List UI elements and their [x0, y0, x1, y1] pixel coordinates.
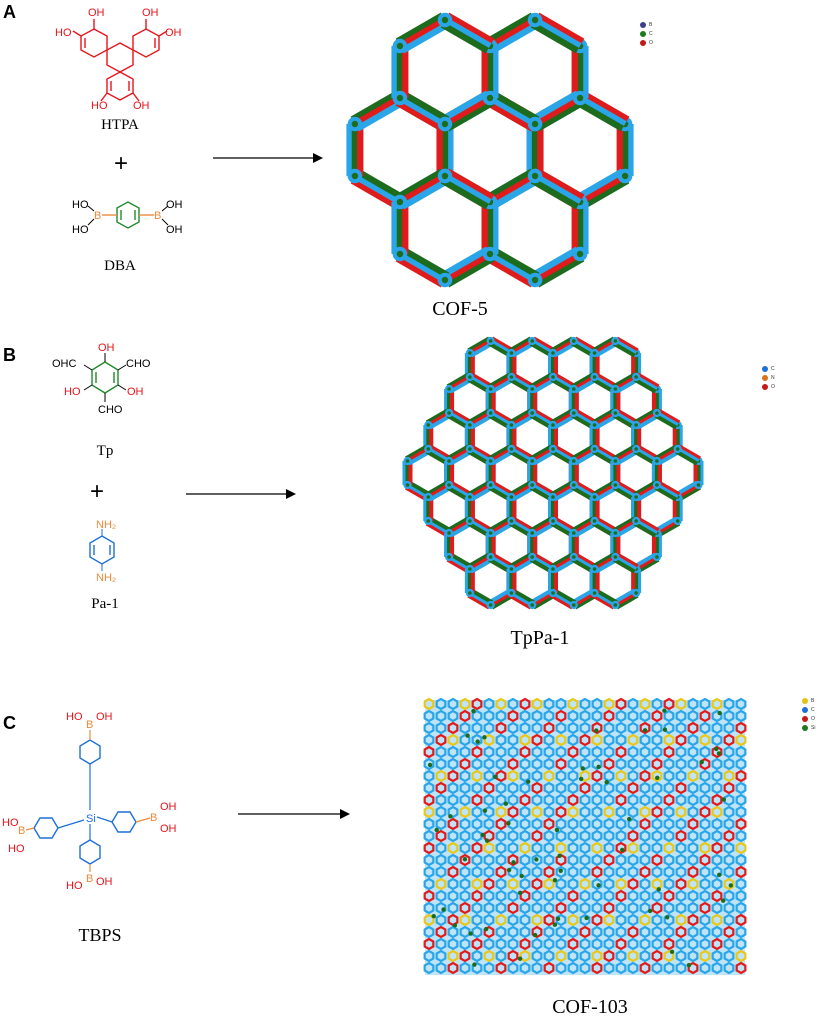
svg-text:OH: OH: [133, 100, 150, 112]
svg-text:B: B: [154, 210, 161, 222]
svg-text:OH: OH: [160, 823, 177, 835]
svg-text:HO: HO: [8, 843, 25, 855]
reactant-label-tp: Tp: [96, 443, 114, 459]
legend-swatch: [802, 715, 808, 722]
plus-sign-b: +: [90, 478, 105, 505]
svg-text:HO: HO: [72, 199, 89, 211]
svg-text:B: B: [94, 210, 101, 222]
legend-item: B: [640, 20, 653, 29]
legend-swatch: [762, 383, 768, 390]
legend-item: O: [802, 714, 815, 723]
cof-103-framework-image: [423, 697, 747, 975]
legend-item: O: [640, 38, 653, 47]
legend-swatch: [802, 697, 808, 704]
svg-text:CHO: CHO: [126, 358, 151, 370]
pa-1-structure: NH₂ NH₂: [89, 519, 116, 584]
svg-text:OH: OH: [98, 342, 115, 354]
legend-item: C: [762, 364, 775, 373]
legend-swatch: [802, 706, 808, 713]
legend-swatch: [640, 30, 646, 37]
svg-text:OH: OH: [96, 876, 113, 888]
reaction-arrow-c: [238, 809, 350, 819]
svg-text:B: B: [150, 812, 157, 824]
legend-swatch: [640, 39, 646, 46]
svg-text:HO: HO: [91, 100, 108, 112]
panel-letter-c: C: [3, 713, 16, 733]
legend-swatch: [640, 21, 646, 28]
legend-item: O: [762, 382, 775, 391]
legend-item: Si: [802, 723, 815, 732]
reactant-label-dba: DBA: [104, 258, 136, 274]
legend-item: B: [802, 696, 815, 705]
legend-item: N: [762, 373, 775, 382]
svg-text:B: B: [18, 825, 25, 837]
legend-item: C: [802, 705, 815, 714]
legend-item: C: [640, 29, 653, 38]
dba-structure: B B HO HO OH OH: [72, 199, 183, 236]
legend-c: B C O Si: [802, 696, 815, 732]
tppa-1-framework-image: [402, 336, 704, 610]
svg-text:OH: OH: [165, 27, 182, 39]
reactant-label-pa-1: Pa-1: [91, 596, 119, 612]
svg-text:HO: HO: [64, 386, 81, 398]
svg-text:HO: HO: [2, 817, 19, 829]
legend-swatch: [762, 374, 768, 381]
svg-text:HO: HO: [66, 711, 83, 723]
reaction-arrow-b: [186, 489, 296, 499]
legend-a: B C O: [640, 20, 653, 47]
tbps-structure: Si B HO OH B OH OH B HO HO B HO OH: [2, 711, 177, 892]
plus-sign-a: +: [114, 150, 129, 177]
svg-text:B: B: [86, 873, 93, 885]
svg-text:Si: Si: [86, 813, 96, 825]
reactant-label-tbps: TBPS: [78, 925, 122, 945]
svg-text:B: B: [86, 719, 93, 731]
product-label-cof-103: COF-103: [552, 996, 628, 1018]
svg-text:OH: OH: [96, 711, 113, 723]
svg-text:HO: HO: [66, 880, 83, 892]
panel-letter-b: B: [3, 345, 16, 365]
svg-text:OH: OH: [166, 199, 183, 211]
legend-b: C N O: [762, 364, 775, 391]
panel-letter-a: A: [3, 2, 16, 22]
svg-text:OH: OH: [160, 801, 177, 813]
svg-text:OH: OH: [142, 7, 159, 19]
svg-text:HO: HO: [72, 224, 89, 236]
svg-text:CHO: CHO: [98, 404, 123, 416]
legend-swatch: [802, 724, 808, 731]
svg-text:OH: OH: [166, 224, 183, 236]
legend-swatch: [762, 365, 768, 372]
svg-text:OH: OH: [88, 7, 105, 19]
svg-text:OH: OH: [127, 386, 144, 398]
svg-text:HO: HO: [55, 27, 72, 39]
reaction-arrow-a: [213, 153, 323, 163]
cof-5-framework-image: [346, 12, 634, 288]
svg-text:NH₂: NH₂: [96, 519, 116, 531]
reactant-label-htpa: HTPA: [101, 117, 139, 133]
product-label-cof-5: COF-5: [432, 298, 488, 320]
svg-text:OHC: OHC: [52, 358, 77, 370]
tp-structure: OH OHC CHO HO OH CHO: [52, 342, 151, 416]
svg-text:NH₂: NH₂: [96, 572, 116, 584]
product-label-tppa-1: TpPa-1: [510, 627, 570, 649]
htpa-structure: OH HO OH OH HO OH: [55, 7, 182, 112]
